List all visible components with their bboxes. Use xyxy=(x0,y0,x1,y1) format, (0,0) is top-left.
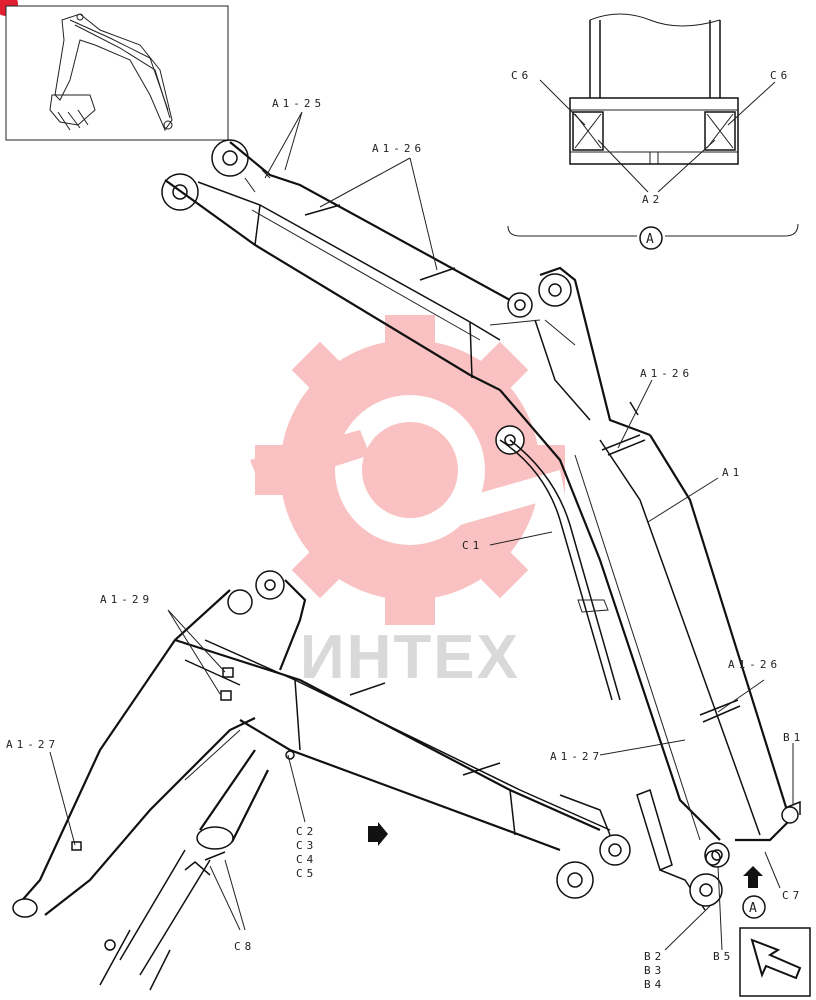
label-c3: C3 xyxy=(296,839,317,852)
direction-arrow-icon xyxy=(368,822,388,846)
label-c2: C2 xyxy=(296,825,317,838)
label-b4: B4 xyxy=(644,978,665,991)
label-b2: B2 xyxy=(644,950,665,963)
view-arrow-icon xyxy=(743,866,763,888)
label-c4: C4 xyxy=(296,853,317,866)
label-a1-25: A1-25 xyxy=(272,97,325,110)
label-a1-26-mid: A1-26 xyxy=(640,367,693,380)
label-c5: C5 xyxy=(296,867,317,880)
label-a1-26-low: A1-26 xyxy=(728,658,781,671)
label-c6-left: C6 xyxy=(511,69,532,82)
leader-lines xyxy=(49,111,794,951)
label-a1-29: A1-29 xyxy=(100,593,153,606)
label-a1: A1 xyxy=(722,466,743,479)
label-a2: A2 xyxy=(642,193,663,206)
label-a1-27-right: A1-27 xyxy=(550,750,603,763)
section-a-marker xyxy=(742,895,766,919)
label-c8: C8 xyxy=(234,940,255,953)
view-a-marker xyxy=(639,226,663,250)
orientation-icon xyxy=(739,927,811,997)
label-b5: B5 xyxy=(713,950,734,963)
boom-front xyxy=(12,570,631,918)
detail-view-a xyxy=(507,13,799,250)
pipe-c1 xyxy=(499,439,621,701)
cylinder-c8 xyxy=(99,749,269,991)
label-c1: C1 xyxy=(462,539,483,552)
view-a-letter: A xyxy=(646,232,654,247)
thumbnail-overview xyxy=(5,5,229,141)
label-c7: C7 xyxy=(782,889,803,902)
label-c6-right: C6 xyxy=(770,69,791,82)
watermark-logo xyxy=(250,315,565,625)
boom-main xyxy=(161,139,801,868)
label-a1-26-top: A1-26 xyxy=(372,142,425,155)
section-a-letter: A xyxy=(749,901,757,916)
label-b3: B3 xyxy=(644,964,665,977)
label-b1: B1 xyxy=(783,731,804,744)
cylinder-b xyxy=(636,789,723,911)
watermark-text: ИНТЕХ xyxy=(300,623,520,692)
label-a1-27-left: A1-27 xyxy=(6,738,59,751)
